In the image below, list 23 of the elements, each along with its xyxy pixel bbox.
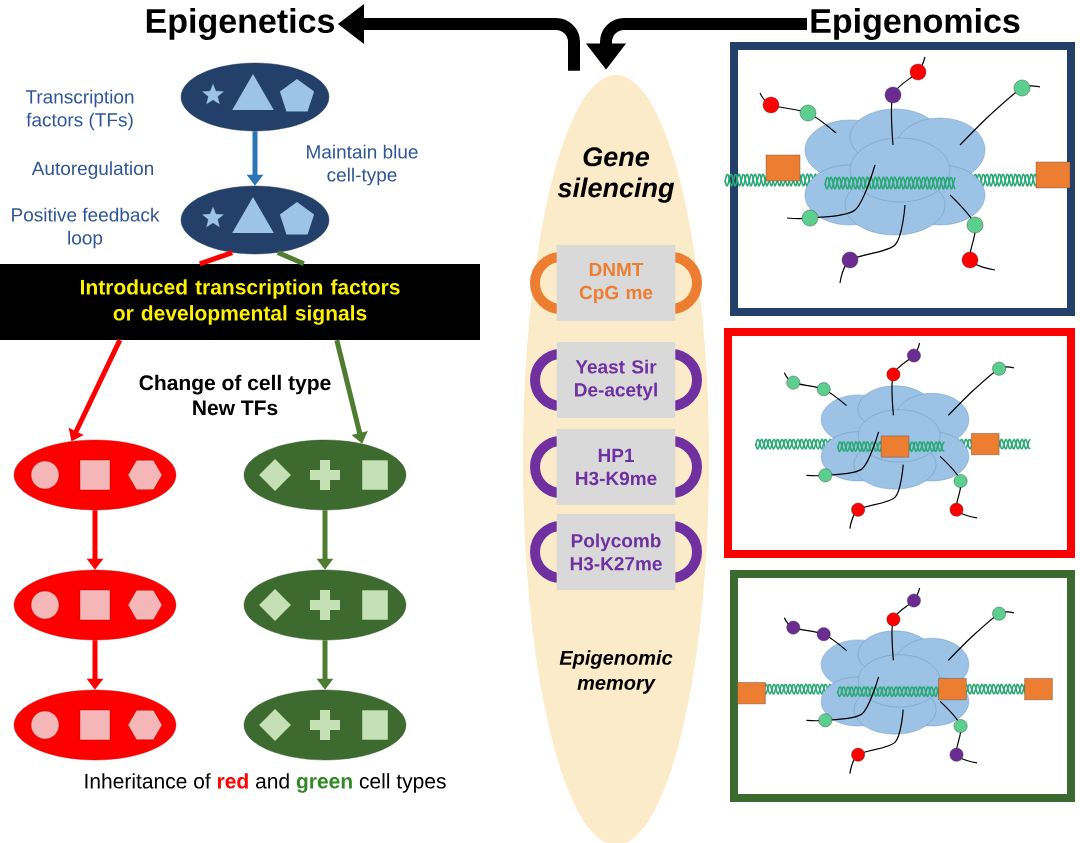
banner: Introduced transcription factors or developmental signals	[0, 264, 480, 340]
side-label: Autoregulation	[31, 161, 153, 179]
heading: Epigenetics	[146, 8, 335, 40]
cell-ellipse	[180, 62, 330, 132]
cell-ellipse	[243, 569, 407, 641]
caption-text: Inheritance of red and green cell types	[85, 773, 446, 793]
cell-ellipse	[13, 689, 177, 761]
caption-text: Change of cell type New TFs	[139, 374, 331, 416]
panel-heading: Gene silencing	[557, 147, 675, 203]
enzyme-box: HP1 H3-K9me	[530, 429, 702, 505]
panel-caption: Epigenomic memory	[559, 650, 673, 694]
side-label: Positive feedback loop	[12, 207, 160, 249]
heading: Epigenomics	[811, 8, 1020, 40]
side-label: Transcription factors (TFs)	[25, 89, 134, 131]
cell-ellipse	[243, 439, 407, 511]
cell-ellipse	[243, 689, 407, 761]
enzyme-box: DNMT CpG me	[530, 245, 702, 321]
cell-ellipse	[13, 569, 177, 641]
side-label: Maintain blue cell-type	[307, 144, 418, 186]
cell-ellipse	[13, 439, 177, 511]
cell-ellipse	[180, 185, 330, 255]
enzyme-box: Polycomb H3-K27me	[530, 514, 702, 590]
enzyme-box: Yeast Sir De-acetyl	[530, 342, 702, 418]
